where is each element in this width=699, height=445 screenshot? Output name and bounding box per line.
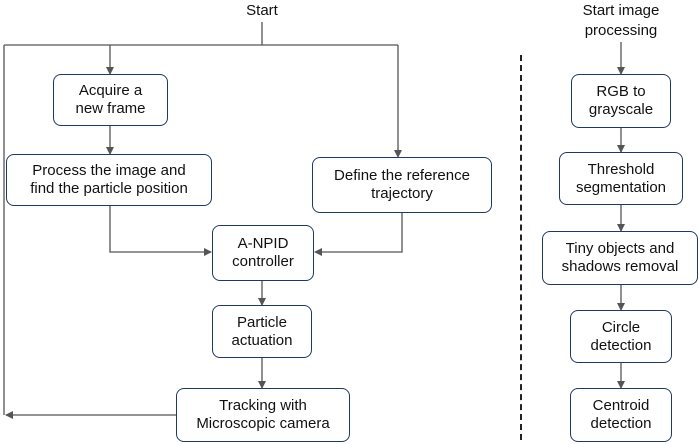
centroid-line-1: Centroid — [592, 397, 650, 414]
section-divider — [520, 55, 522, 440]
circle-detection-box: Circle detection — [570, 310, 672, 363]
centroid-line-2: detection — [590, 415, 652, 432]
circle-line-1: Circle — [601, 318, 641, 336]
image-processing-start-label: Start image processing — [560, 2, 682, 40]
ip-start-line-1: Start image — [582, 2, 660, 19]
tracking-line-2: Microscopic camera — [196, 415, 330, 432]
reference-line-2: trajectory — [371, 185, 433, 202]
define-reference-box: Define the reference trajectory — [312, 157, 492, 213]
circle-line-2: detection — [590, 336, 652, 354]
particle-actuation-box: Particle actuation — [212, 305, 312, 358]
controller-line-1: A-NPID — [237, 235, 289, 252]
acquire-line-2: new frame — [75, 100, 146, 117]
controller-box: A-NPID controller — [212, 225, 314, 281]
controller-line-2: controller — [232, 253, 294, 270]
reference-line-1: Define the reference — [334, 167, 470, 184]
ip-start-line-2: processing — [584, 22, 658, 39]
rgb-line-2: grayscale — [588, 101, 654, 118]
threshold-line-2: segmentation — [575, 178, 667, 196]
centroid-detection-box: Centroid detection — [570, 388, 672, 442]
tiny-line-2: shadows removal — [561, 258, 679, 275]
actuation-line-2: actuation — [231, 331, 293, 349]
tracking-line-1: Tracking with — [219, 397, 307, 414]
start-label: Start — [246, 2, 278, 19]
threshold-line-1: Threshold — [587, 160, 655, 178]
arrow-reference-controller — [314, 213, 403, 256]
tiny-line-1: Tiny objects and — [565, 240, 675, 257]
acquire-line-1: Acquire a — [78, 82, 143, 99]
actuation-line-1: Particle — [236, 313, 287, 331]
arrow-process-controller — [109, 206, 212, 256]
tiny-objects-removal-box: Tiny objects and shadows removal — [542, 231, 698, 285]
acquire-frame-box: Acquire a new frame — [53, 74, 168, 126]
process-image-box: Process the image and find the particle … — [6, 154, 212, 206]
rgb-line-1: RGB to — [596, 83, 646, 100]
process-line-1: Process the image and — [32, 162, 186, 179]
rgb-grayscale-box: RGB to grayscale — [571, 74, 671, 128]
process-line-2: find the particle position — [30, 180, 188, 197]
tracking-camera-box: Tracking with Microscopic camera — [176, 388, 350, 442]
threshold-segmentation-box: Threshold segmentation — [559, 152, 683, 205]
